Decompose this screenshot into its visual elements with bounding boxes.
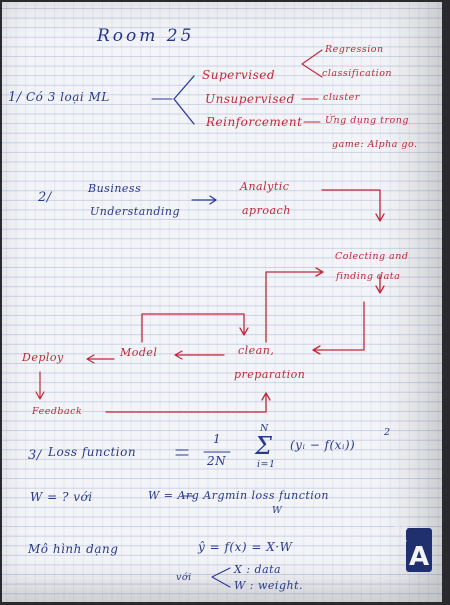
note-reinforcement-1: Ứng dụng trong [325, 115, 409, 126]
type-unsupervised: Unsupervised [205, 92, 295, 106]
ml-types-brace [173, 75, 195, 125]
arrow-model-loop-head [239, 327, 249, 336]
arrow-clean-model-head [174, 350, 183, 360]
loss-exponent: 2 [384, 427, 391, 438]
x-definition: X : data [234, 563, 282, 576]
arrow-analytic-loop-head [375, 213, 385, 222]
analytic-line-1: Analytic [240, 180, 290, 193]
section-1-number: 1/ [8, 90, 22, 105]
w-definition: W : weight. [234, 579, 303, 592]
model-label: Model [120, 346, 158, 359]
section-2-number: 2/ [38, 190, 52, 205]
arrow-collecting-down-head [375, 285, 385, 294]
arrow-model-deploy-head [86, 354, 95, 364]
note-cluster: cluster [323, 92, 360, 103]
feedback-label: Feedback [32, 406, 83, 417]
model-equation: ŷ = f(x) = X·W [198, 540, 293, 554]
brand-logo: Thanh Đạt A [393, 525, 432, 572]
arrow-deploy-feedback-head [35, 391, 45, 400]
w-argmin: W = Arg Argmin loss function [148, 489, 330, 502]
loss-term: (yᵢ − f(xᵢ)) [290, 438, 356, 452]
arrow-clean-to-collecting [265, 271, 323, 343]
arrow-feedback-loop [105, 393, 267, 413]
arrow-business-analytic-head [209, 195, 217, 205]
arrow-model-loop [141, 313, 245, 343]
definitions-brace [211, 567, 231, 588]
type-reinforcement: Reinforcement [206, 115, 303, 129]
brand-letter: A [409, 542, 430, 572]
analytic-line-2: aproach [242, 204, 291, 217]
page-title: Room 25 [97, 26, 195, 46]
w-question: W = ? với [30, 490, 93, 504]
business-line-1: Business [88, 182, 142, 195]
arrow-to-clean [313, 301, 365, 351]
clean-line-1: clean, [238, 344, 275, 357]
loss-fraction-numerator: 1 [213, 432, 222, 446]
collecting-line-2: finding data [336, 271, 401, 282]
section-3-number: 3/ [28, 448, 42, 463]
ml-types-intro: Có 3 loại ML [26, 90, 110, 104]
arrow-to-clean-head [312, 345, 321, 355]
note-reinforcement-2: game: Alpha go. [332, 139, 418, 150]
arrow-clean-to-collecting-head [315, 267, 324, 277]
note-regression: Regression [325, 44, 384, 55]
with-label: với [176, 572, 192, 583]
collecting-line-1: Colecting and [335, 251, 409, 262]
sum-sign-icon: Σ [255, 432, 273, 460]
arrow-feedback-loop-head [261, 392, 271, 401]
clean-line-2: preparation [234, 368, 306, 381]
notebook-page: Room 25 1/ Có 3 loại ML Supervised Unsup… [2, 2, 442, 602]
w-argmin-subscript: W [272, 505, 283, 516]
sum-upper-limit: N [260, 423, 269, 434]
sum-lower-limit: i=1 [257, 459, 276, 470]
arrow-analytic-loop [321, 189, 381, 221]
note-classification: classification [322, 68, 393, 79]
type-supervised: Supervised [202, 68, 276, 82]
loss-fraction-denominator: 2N [207, 454, 227, 468]
business-line-2: Understanding [90, 205, 181, 218]
model-form-label: Mô hình dạng [28, 542, 119, 556]
deploy-label: Deploy [22, 351, 64, 364]
supervised-brace [301, 49, 323, 78]
loss-function-label: Loss function [48, 445, 137, 459]
diagram-strokes [35, 49, 385, 588]
